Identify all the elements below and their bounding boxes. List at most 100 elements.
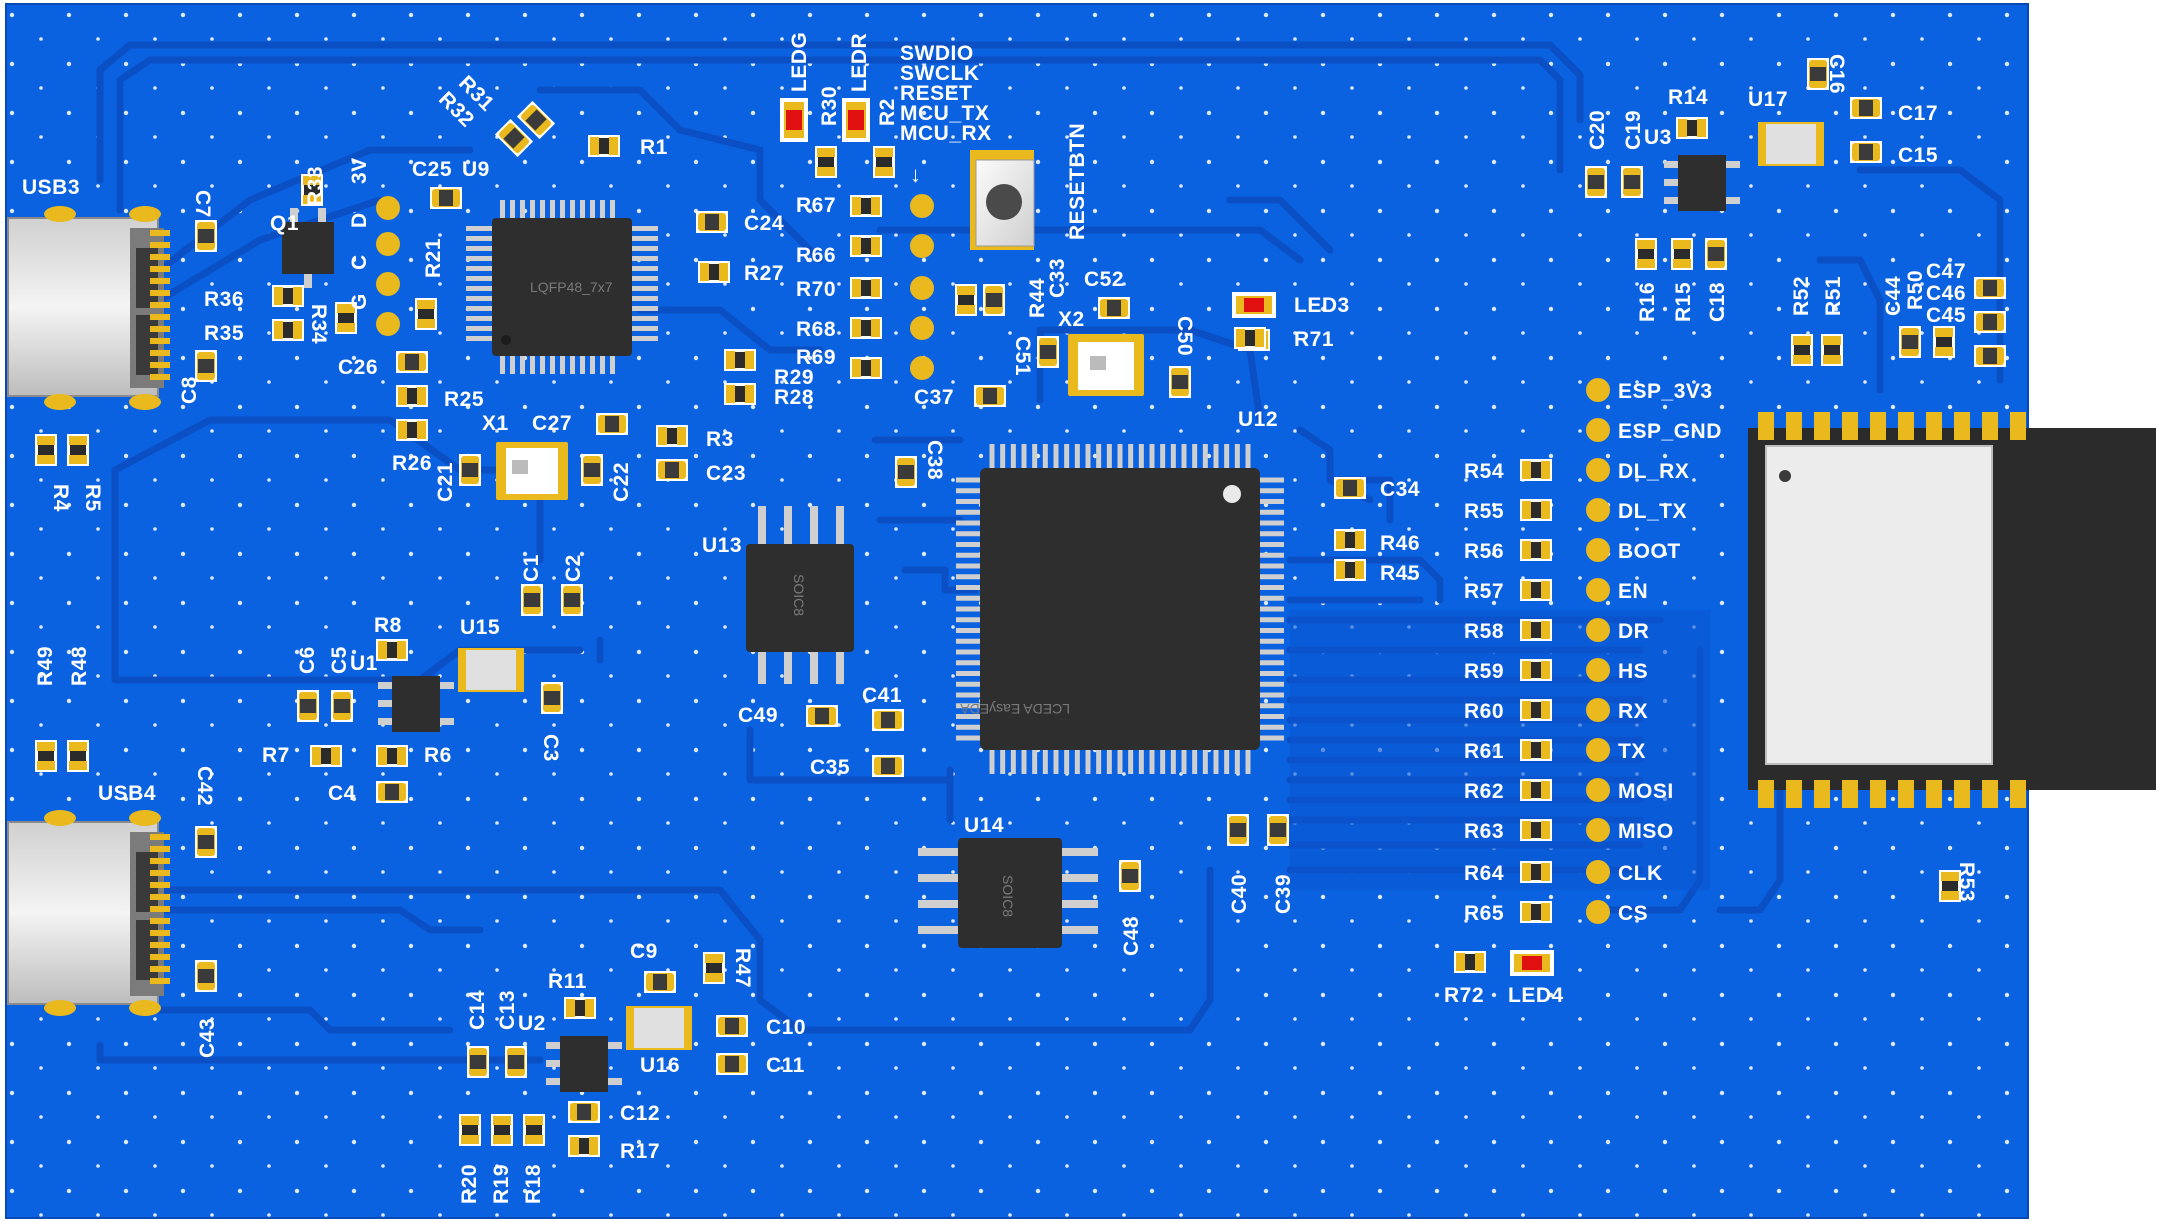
label-u16: U16 <box>640 1054 680 1077</box>
label-u12: U12 <box>1238 408 1278 431</box>
esp-pin-en: EN <box>1618 580 1648 603</box>
label-r67: R67 <box>796 194 836 217</box>
label-c14: C14 <box>466 990 489 1030</box>
label-c42: C42 <box>193 766 216 806</box>
label-r70: R70 <box>796 278 836 301</box>
label-c40: C40 <box>1228 874 1251 914</box>
label-r59: R59 <box>1464 660 1504 683</box>
label-r61: R61 <box>1464 740 1504 763</box>
label-r18: R18 <box>522 1164 545 1204</box>
label-u1: U1 <box>350 652 378 675</box>
label-c17: C17 <box>1898 102 1938 125</box>
label-u2: U2 <box>518 1012 546 1035</box>
esp-pin-tx: TX <box>1618 740 1646 763</box>
label-u3: U3 <box>1644 126 1672 149</box>
label-r57: R57 <box>1464 580 1504 603</box>
label-c10: C10 <box>766 1016 806 1039</box>
label-r1: R1 <box>640 136 668 159</box>
label-r54: R54 <box>1464 460 1504 483</box>
label-r15: R15 <box>1672 282 1695 322</box>
label-c12: C12 <box>620 1102 660 1125</box>
label-c13: C13 <box>496 990 519 1030</box>
label-r63: R63 <box>1464 820 1504 843</box>
ledg <box>780 98 808 142</box>
debug-label-mcu-tx: MCU_TX <box>900 102 989 125</box>
debug-label-swclk: SWCLK <box>900 62 980 85</box>
esp-pin-esp-3v3: ESP_3V3 <box>1618 380 1713 403</box>
label-u17: U17 <box>1748 88 1788 111</box>
label-c4: C4 <box>328 782 356 805</box>
label-r65: R65 <box>1464 902 1504 925</box>
u17-ferrite <box>1758 122 1824 166</box>
label-c9: C9 <box>630 940 658 963</box>
label-c52: C52 <box>1084 268 1124 291</box>
label-r5: R5 <box>81 484 104 512</box>
label-r20: R20 <box>458 1164 481 1204</box>
label-r66: R66 <box>796 244 836 267</box>
label-x1: X1 <box>482 412 509 435</box>
label-r69: R69 <box>796 346 836 369</box>
silkscreen-labels: USB3 USB4 R31 R32 R1 LEDG R30 LEDR R2 SW… <box>22 32 1978 1204</box>
label-ledr: LEDR <box>848 33 871 92</box>
label-c46: C46 <box>1926 282 1966 305</box>
x1-crystal <box>496 442 568 500</box>
label-r64: R64 <box>1464 862 1504 885</box>
debug-label-swdio: SWDIO <box>900 42 974 65</box>
label-r36: R36 <box>204 288 244 311</box>
label-r14: R14 <box>1668 86 1708 109</box>
label-r6: R6 <box>424 744 452 767</box>
reset-button[interactable] <box>970 150 1035 250</box>
label-c11: C11 <box>766 1054 805 1077</box>
label-r44: R44 <box>1026 278 1049 318</box>
label-c33: C33 <box>1046 258 1069 298</box>
label-c41: C41 <box>862 684 902 707</box>
label-x2: X2 <box>1058 308 1085 331</box>
label-c25: C25 <box>412 158 452 181</box>
label-u13: U13 <box>702 534 742 557</box>
label-c44: C44 <box>1882 276 1905 316</box>
esp-pin-esp-gnd: ESP_GND <box>1618 420 1722 443</box>
label-c3: C3 <box>539 734 562 762</box>
label-c5: C5 <box>328 646 351 674</box>
label-r48: R48 <box>68 646 91 686</box>
label-c16: C16 <box>1825 54 1848 94</box>
usb4-connector <box>7 810 170 1016</box>
label-r27: R27 <box>744 262 784 285</box>
label-c15: C15 <box>1898 144 1938 167</box>
label-r35: R35 <box>204 322 244 345</box>
u14-marking: SOIC8 <box>1000 875 1016 917</box>
label-c21: C21 <box>434 462 457 502</box>
esp-pin-mosi: MOSI <box>1618 780 1674 803</box>
usb-switch-label-c: C <box>348 254 371 270</box>
label-c6: C6 <box>296 646 319 674</box>
label-r47: R47 <box>731 948 754 988</box>
label-r52: R52 <box>1790 276 1813 316</box>
label-r53: R53 <box>1955 862 1978 902</box>
label-c24: C24 <box>744 212 784 235</box>
label-usb4: USB4 <box>98 782 156 805</box>
label-r68: R68 <box>796 318 836 341</box>
label-c43: C43 <box>196 1018 219 1058</box>
u16-ferrite <box>626 1006 692 1050</box>
label-c20: C20 <box>1586 110 1609 150</box>
label-resetbtn: RESETBTN <box>1066 123 1089 240</box>
label-r55: R55 <box>1464 500 1504 523</box>
label-c35: C35 <box>810 756 850 779</box>
debug-arrow: ↓ <box>910 162 922 187</box>
label-r26: R26 <box>392 452 432 475</box>
label-r46: R46 <box>1380 532 1420 555</box>
label-r29: R29 <box>774 366 814 389</box>
label-led3: LED3 <box>1294 294 1350 317</box>
label-c50: C50 <box>1173 316 1196 356</box>
usb-switch-label-g: G <box>348 293 371 310</box>
label-r34: R34 <box>307 304 330 344</box>
esp-pin-miso: MISO <box>1618 820 1674 843</box>
u13-soic8-chip: SOIC8 <box>746 506 854 684</box>
debug-label-mcu-rx: MCU_RX <box>900 122 992 145</box>
label-r21: R21 <box>422 238 445 278</box>
label-u14: U14 <box>964 814 1004 837</box>
label-r7: R7 <box>262 744 290 767</box>
esp-pin-dl-rx: DL_RX <box>1618 460 1689 483</box>
esp-pin-boot: BOOT <box>1618 540 1681 563</box>
usb3-connector <box>7 206 170 410</box>
